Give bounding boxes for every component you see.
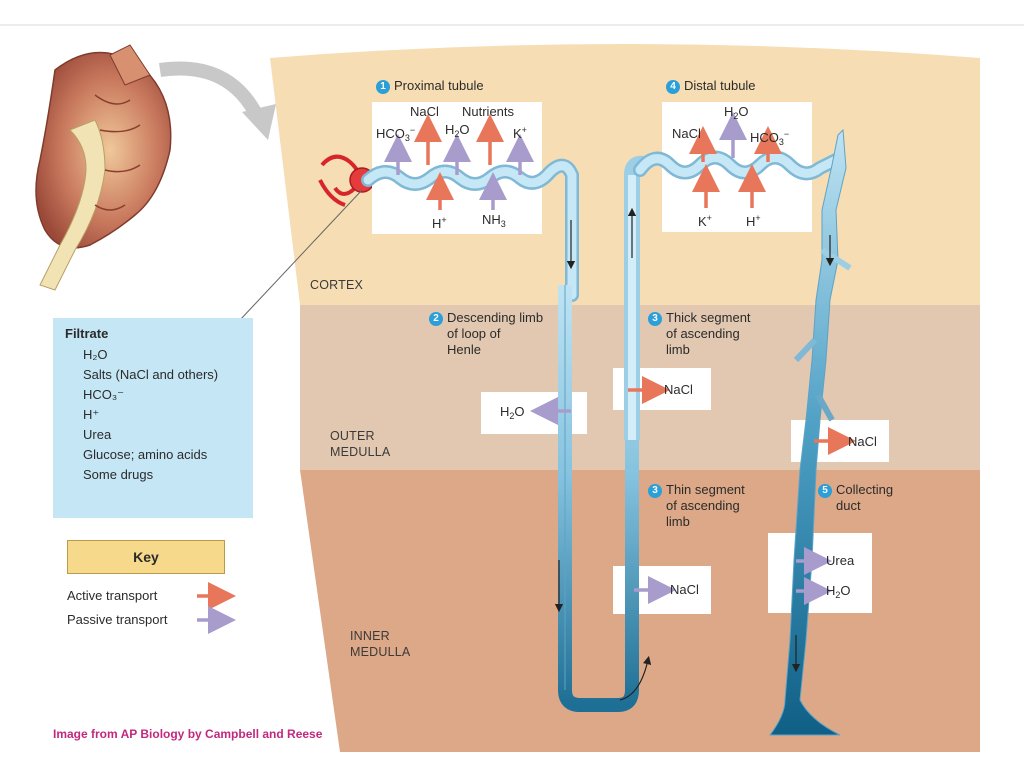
kidney-illustration [35,44,172,291]
outer-cd-nacl-label: NaCl [848,434,877,449]
filtrate-panel: Filtrate H₂O Salts (NaCl and others) HCO… [53,318,253,518]
proximal-nh3-label: NH3 [482,212,506,229]
urea-label: Urea [826,553,855,568]
filtrate-title: Filtrate [65,326,109,341]
cd-h2o-label: H2O [826,583,851,600]
thick-nacl-label: NaCl [664,382,693,397]
filtrate-item: Salts (NaCl and others) [83,367,219,382]
key-passive-label: Passive transport [67,612,168,627]
proximal-k-label: K+ [513,125,527,141]
image-caption: Image from AP Biology by Campbell and Re… [53,727,323,741]
proximal-nutrients-label: Nutrients [462,104,515,119]
distal-hco3-label: HCO3− [750,129,790,147]
proximal-h-label: H+ [432,215,447,231]
collecting-duct [769,128,847,736]
distal-nacl-label: NaCl [672,126,701,141]
distal-h2o-label: H2O [724,104,749,121]
filtrate-item: Some drugs [83,467,154,482]
filtrate-item: Glucose; amino acids [83,447,208,462]
cortex-label: CORTEX [310,278,364,292]
distal-h-label: H+ [746,213,761,229]
filtrate-item: H₂O [83,347,108,362]
descending-h2o-label: H2O [500,404,525,421]
inner-cd-box [768,533,872,613]
thin-nacl-label: NaCl [670,582,699,597]
key-title: Key [67,540,225,574]
key-active-label: Active transport [67,588,158,603]
filtrate-item: HCO₃⁻ [83,387,125,402]
proximal-nacl-label: NaCl [410,104,439,119]
zoom-arrow [159,61,265,122]
filtrate-item: Urea [83,427,112,442]
filtrate-item: H⁺ [83,407,100,422]
proximal-h2o-label: H2O [445,122,470,139]
flow-arrow-loop [619,655,652,701]
distal-k-label: K+ [698,213,712,229]
filtrate-pointer [239,189,363,321]
proximal-hco3-label: HCO3− [376,125,416,143]
descending-limb [558,285,639,712]
